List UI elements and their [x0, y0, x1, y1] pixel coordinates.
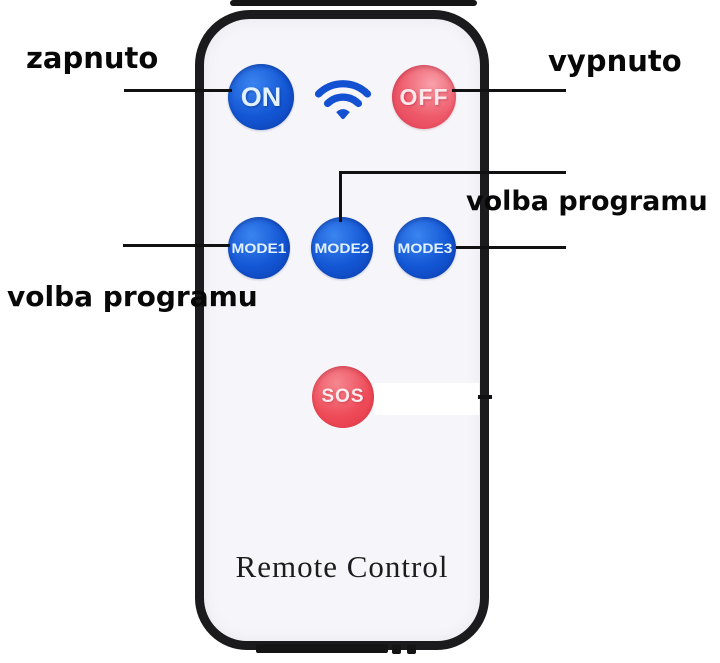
pointer-line-mode2-horizontal [339, 171, 566, 174]
power-on-button[interactable]: ON [228, 64, 294, 130]
mode2-button-label: MODE2 [314, 240, 370, 256]
brand-text: Remote Control [235, 549, 449, 584]
annotation-vypnuto: vypnuto [548, 44, 682, 78]
pointer-line-on [124, 89, 232, 92]
annotation-volba-programu-right: volba programu [466, 186, 708, 217]
sos-blank-band [374, 383, 479, 415]
annotation-zapnuto: zapnuto [26, 41, 159, 75]
remote-top-edge [230, 0, 477, 6]
mode3-button[interactable]: MODE3 [394, 217, 456, 279]
pointer-line-mode1 [123, 244, 230, 247]
sos-button[interactable]: SOS [312, 366, 374, 428]
mode1-button-label: MODE1 [231, 240, 287, 256]
remote-bottom-foot [256, 644, 388, 653]
mode1-button[interactable]: MODE1 [228, 217, 290, 279]
remote-bottom-nub [407, 645, 416, 654]
pointer-line-mode3 [456, 246, 566, 249]
remote-bottom-nub [392, 645, 401, 654]
sos-pointer-remnant [478, 395, 492, 399]
mode3-button-label: MODE3 [397, 240, 453, 256]
mode2-button[interactable]: MODE2 [311, 217, 373, 279]
power-off-button[interactable]: OFF [392, 65, 456, 129]
wifi-icon [314, 74, 372, 123]
pointer-line-off [452, 89, 566, 92]
pointer-line-mode2-vertical [339, 172, 342, 222]
annotation-volba-programu-left: volba programu [7, 280, 258, 313]
